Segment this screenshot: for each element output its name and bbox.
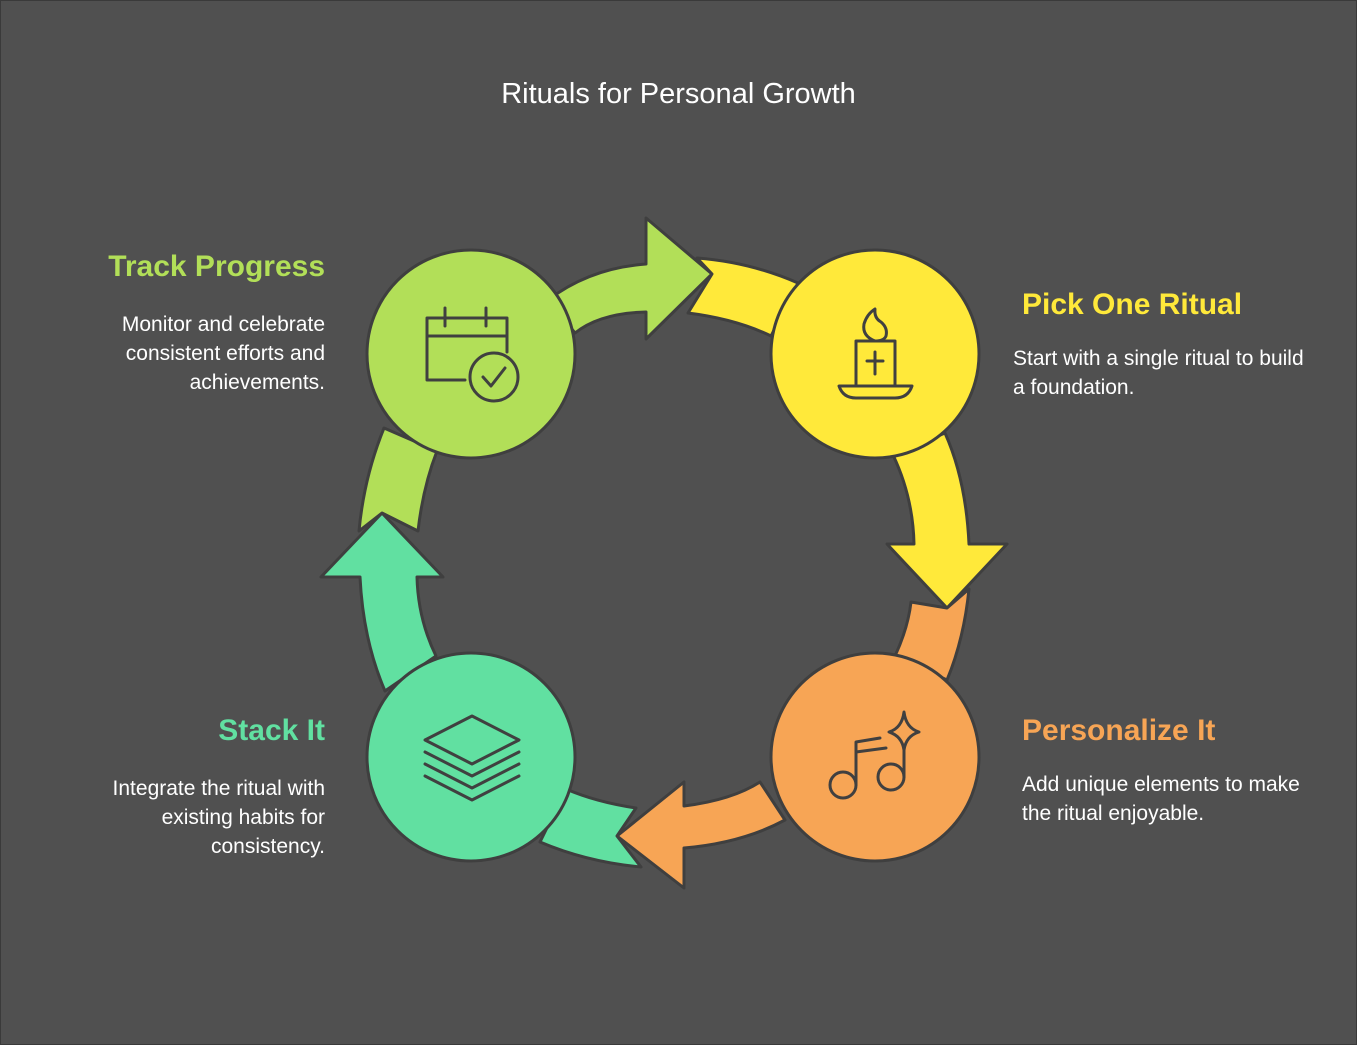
calendar-check-icon (425, 306, 520, 403)
pick-one-ritual-description: Start with a single ritual to build a fo… (1013, 347, 1304, 399)
arrow-track-to-pick (546, 216, 714, 341)
candle-icon (837, 307, 914, 400)
diagram-title: Rituals for Personal Growth (501, 78, 856, 110)
track-progress-circle (365, 248, 577, 460)
track-progress-description: Monitor and celebrate consistent efforts… (121, 313, 325, 394)
music-sparkle-icon (828, 710, 921, 800)
personalize-it-description: Add unique elements to make the ritual e… (1022, 773, 1300, 825)
arc-green-tail (357, 426, 439, 533)
layers-icon (423, 714, 521, 802)
track-progress-heading: Track Progress (108, 250, 325, 283)
arrow-pick-to-personalize (885, 431, 1009, 610)
arrow-personalize-to-stack (615, 780, 787, 890)
arrow-stack-to-track (319, 511, 445, 693)
pick-one-ritual-heading: Pick One Ritual (1022, 288, 1243, 321)
arc-teal-tail (538, 787, 643, 869)
personalize-it-heading: Personalize It (1022, 714, 1216, 747)
personalize-it-circle (769, 651, 981, 863)
stack-it-description: Integrate the ritual with existing habit… (112, 777, 325, 858)
stack-it-heading: Stack It (218, 714, 325, 747)
stack-it-circle (365, 651, 577, 863)
